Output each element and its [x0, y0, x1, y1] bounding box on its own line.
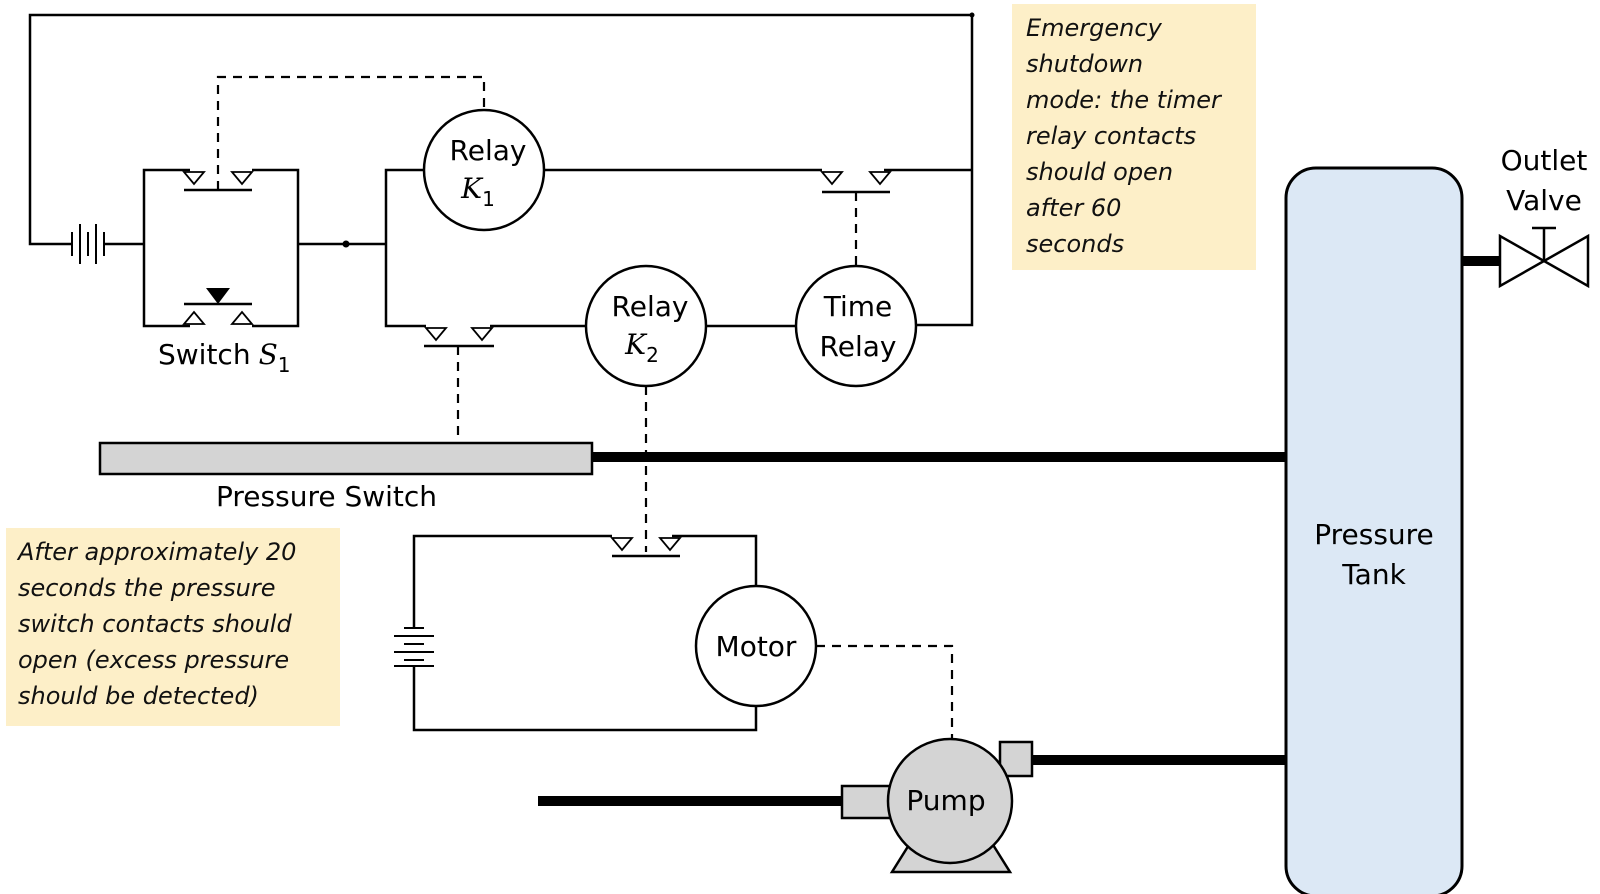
- tank-label-line1: Pressure: [1314, 518, 1434, 551]
- note-line: relay contacts: [1026, 122, 1197, 150]
- pressure-switch-contact: [424, 327, 494, 348]
- pump-label: Pump: [906, 784, 985, 817]
- note-line: should be detected): [18, 682, 259, 710]
- valve-label-line1: Outlet: [1501, 144, 1588, 177]
- motor-battery: [394, 627, 434, 667]
- time-relay-label-line2: Relay: [820, 330, 897, 363]
- relay-k1-symbol: K1: [460, 172, 495, 211]
- pressure-note: After approximately 20 seconds the press…: [6, 528, 340, 726]
- note-line: should open: [1026, 158, 1174, 186]
- emergency-note: Emergency shutdown mode: the timer relay…: [1012, 4, 1256, 270]
- note-line: shutdown: [1026, 50, 1144, 78]
- mechanical-link: [816, 644, 954, 742]
- pressure-tank: [1284, 166, 1464, 894]
- note-line: after 60: [1026, 194, 1122, 222]
- relay-k2: [584, 264, 708, 388]
- junction-dot: [969, 12, 975, 18]
- motor-circuit: [412, 534, 758, 732]
- junction-dot: [342, 240, 350, 248]
- motor-label: Motor: [716, 630, 797, 663]
- relay-k2-contact: [610, 537, 682, 558]
- pump: [538, 737, 1034, 874]
- note-line: After approximately 20: [18, 538, 297, 566]
- note-line: seconds the pressure: [18, 574, 276, 602]
- switch-s1: [182, 171, 254, 325]
- relay-k2-label: Relay: [612, 290, 689, 323]
- time-relay-label-line1: Time: [823, 290, 893, 323]
- outlet-valve: [1462, 226, 1590, 289]
- time-relay-contact: [820, 171, 892, 194]
- note-line: open (excess pressure: [18, 646, 290, 674]
- relay-k2-symbol: K2: [624, 328, 659, 367]
- relay-k1: [422, 108, 546, 232]
- valve-label-line2: Valve: [1506, 184, 1582, 217]
- note-line: switch contacts should: [18, 610, 292, 638]
- note-line: seconds: [1026, 230, 1125, 258]
- note-line: mode: the timer: [1026, 86, 1221, 114]
- relay-k1-label: Relay: [450, 134, 527, 167]
- control-battery: [70, 224, 108, 264]
- mechanical-link: [216, 75, 486, 190]
- note-line: Emergency: [1026, 14, 1162, 42]
- tank-label-line2: Tank: [1341, 558, 1406, 591]
- control-wires: [28, 13, 974, 328]
- pressure-switch-label: Pressure Switch: [216, 480, 437, 513]
- pressure-switch-bar: [98, 441, 594, 476]
- time-relay: [794, 264, 918, 388]
